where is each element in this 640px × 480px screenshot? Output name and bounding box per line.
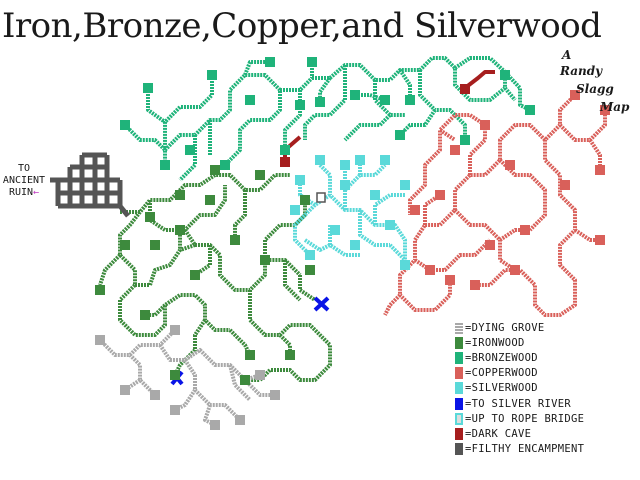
legend-label: =UP TO ROPE BRIDGE [465, 412, 585, 425]
byline-line-4: Map [600, 100, 630, 114]
silverwood-swatch [455, 382, 463, 395]
silverwood-nodes [290, 155, 410, 270]
legend-item: =DYING GROVE [455, 320, 640, 335]
legend-item: =COPPERWOOD [455, 366, 640, 381]
exit-label-line-3-row: RUIN← [0, 187, 48, 199]
exit-label: TO ANCIENT RUIN← [0, 163, 48, 199]
silver-river-swatch [455, 397, 463, 410]
exit-label-line-1: TO [17, 163, 31, 174]
dying-grove-swatch [455, 321, 463, 334]
bronzewood-swatch [455, 351, 463, 364]
rope-bridge-swatch [455, 412, 463, 425]
legend-label: =BRONZEWOOD [465, 351, 538, 364]
legend-label: =FILTHY ENCAMPMENT [465, 443, 585, 456]
exit-label-line-2: ANCIENT [2, 175, 46, 186]
map-byline: A Randy Slagg Map [556, 48, 640, 122]
left-arrow-icon: ← [33, 187, 40, 198]
ironwood-nodes [95, 165, 315, 385]
exit-label-line-3: RUIN [8, 187, 34, 198]
legend-label: =DARK CAVE [465, 427, 532, 440]
legend-item: =DARK CAVE [455, 426, 640, 441]
legend-label: =COPPERWOOD [465, 367, 538, 380]
legend-label: =IRONWOOD [465, 336, 525, 349]
filthy-encampment-swatch [455, 443, 463, 456]
legend-item: =TO SILVER RIVER [455, 396, 640, 411]
dying-grove-nodes [95, 325, 280, 430]
bronzewood-nodes [120, 57, 535, 170]
filthy-encampment [50, 152, 130, 218]
rope-bridge-marker [316, 192, 326, 203]
byline-line-1: A [562, 48, 572, 62]
dying-grove-paths [98, 328, 275, 427]
legend-item: =FILTHY ENCAMPMENT [455, 442, 640, 457]
dark-cave-swatch [455, 427, 463, 440]
legend-label: =DYING GROVE [465, 321, 545, 334]
copperwood-swatch [455, 367, 463, 380]
dark-cave-nodes [280, 84, 470, 167]
byline-line-2: Randy [560, 64, 603, 78]
copperwood-nodes [410, 90, 610, 290]
ironwood-swatch [455, 336, 463, 349]
legend-item: =BRONZEWOOD [455, 350, 640, 365]
legend-item: =IRONWOOD [455, 335, 640, 350]
legend-item: =SILVERWOOD [455, 381, 640, 396]
legend-label: =TO SILVER RIVER [465, 397, 571, 410]
legend-item: =UP TO ROPE BRIDGE [455, 411, 640, 426]
legend-label: =SILVERWOOD [465, 382, 538, 395]
map-title: Iron,Bronze,Copper,and Silverwood [2, 6, 602, 46]
ironwood-paths [98, 173, 332, 382]
map-legend: =DYING GROVE =IRONWOOD =BRONZEWOOD =COPPERW… [455, 320, 640, 457]
byline-line-3: Slagg [576, 82, 614, 96]
